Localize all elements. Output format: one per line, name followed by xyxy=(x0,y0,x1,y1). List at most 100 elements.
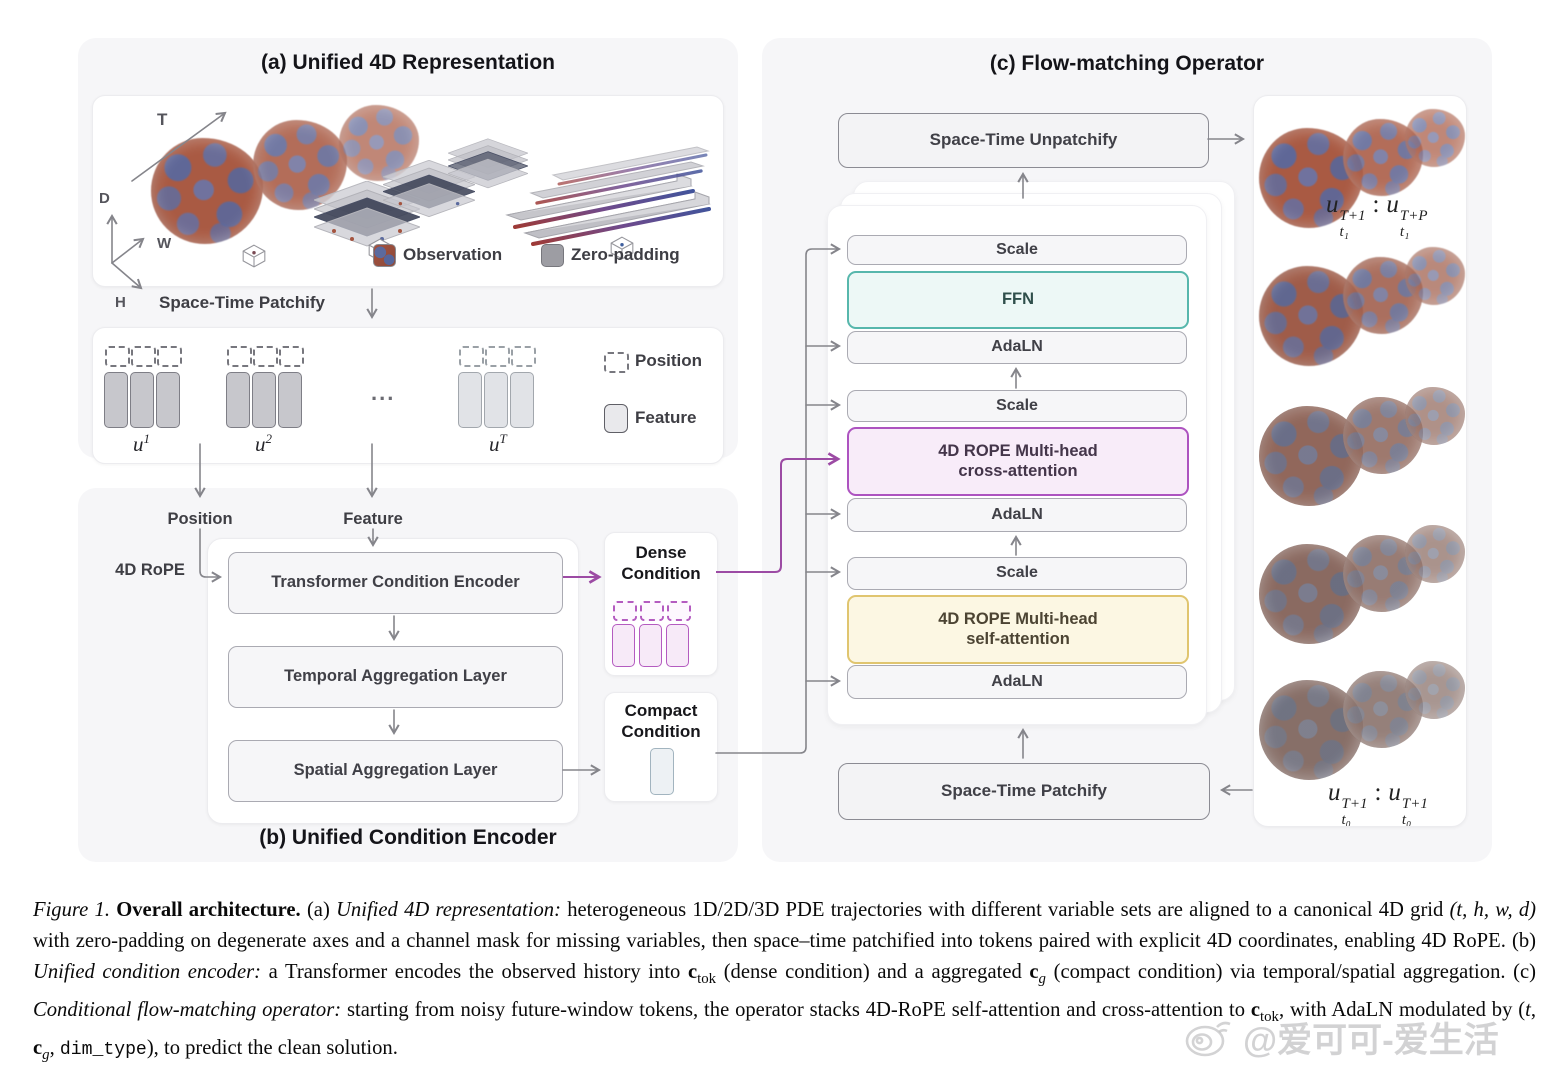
patch-cube-icon xyxy=(610,236,634,260)
dense-feature-token xyxy=(612,624,635,667)
caption-ctok2-symbol: c xyxy=(1250,998,1261,1021)
axis-h-label: H xyxy=(115,294,126,311)
dense-label-line2: Condition xyxy=(621,564,701,583)
position-token xyxy=(459,346,484,367)
cross-attention-line2: cross-attention xyxy=(958,461,1078,480)
panel-unified-4d-representation: (a) Unified 4D Representation T D W H xyxy=(78,38,738,464)
adaln-box-3: AdaLN xyxy=(847,665,1187,699)
feature-token xyxy=(104,372,128,428)
adaln-box-2: AdaLN xyxy=(847,498,1187,532)
compact-label-line2: Condition xyxy=(621,722,701,741)
caption-mod-t: t xyxy=(1525,998,1531,1021)
axis-w-label: W xyxy=(157,235,172,252)
position-token xyxy=(511,346,536,367)
caption-cg2-sub: g xyxy=(42,1046,50,1063)
sample-render xyxy=(1405,525,1465,583)
legend-feature-label: Feature xyxy=(635,408,697,427)
ffn-box: FFN xyxy=(847,271,1189,329)
caption-b-tag: (b) xyxy=(1512,929,1537,952)
plane-2d-render xyxy=(314,181,420,247)
cross-attention-line1: 4D ROPE Multi-head xyxy=(938,442,1098,461)
self-attention-box: 4D ROPE Multi-head self-attention xyxy=(847,595,1189,664)
uT-label: uT xyxy=(489,431,507,456)
position-token xyxy=(227,346,252,367)
caption-c-text3: ), to predict the clean solution. xyxy=(146,1036,398,1059)
sample-render xyxy=(1405,247,1465,305)
temporal-aggregation-box: Temporal Aggregation Layer xyxy=(228,646,563,708)
position-token xyxy=(105,346,130,367)
feature-token xyxy=(252,372,276,428)
caption-ctok2-sub: tok xyxy=(1260,1008,1279,1025)
observation-swatch-icon xyxy=(373,244,396,267)
self-attention-line2: self-attention xyxy=(966,629,1070,648)
feature-token xyxy=(130,372,154,428)
position-token xyxy=(253,346,278,367)
position-branch-label: Position xyxy=(167,510,233,528)
feature-token xyxy=(458,372,482,428)
dense-position-token xyxy=(613,601,637,621)
caption-sep2: , xyxy=(49,1036,60,1059)
scale-box-2: Scale xyxy=(847,390,1187,422)
caption-title: Overall architecture. xyxy=(116,898,301,921)
figure-caption: Figure 1. Overall architecture. (a) Unif… xyxy=(33,895,1536,1071)
panel-b-title: (b) Unified Condition Encoder xyxy=(259,826,557,849)
zero-padding-swatch-icon xyxy=(541,244,564,267)
scale-box-1: Scale xyxy=(847,235,1187,265)
caption-a-heading: Unified 4D representation: xyxy=(336,898,561,921)
caption-ctok-symbol: c xyxy=(687,960,698,983)
feature-legend-icon xyxy=(604,404,628,433)
feature-token xyxy=(156,372,180,428)
position-legend-icon xyxy=(604,352,629,373)
space-time-unpatchify-box: Space-Time Unpatchify xyxy=(838,113,1209,168)
dense-feature-token xyxy=(666,624,689,667)
caption-b-text3: (compact condition) via temporal/spatial… xyxy=(1053,960,1506,983)
caption-c-text2: , with AdaLN modulated by ( xyxy=(1278,998,1526,1021)
token-sequence-card: u1 u2 ... uT Position Feature xyxy=(92,327,724,464)
position-token xyxy=(279,346,304,367)
adaln-box-1: AdaLN xyxy=(847,331,1187,364)
space-time-patchify-label: Space-Time Patchify xyxy=(159,293,325,312)
position-token xyxy=(131,346,156,367)
dense-position-token xyxy=(640,601,664,621)
cross-attention-box: 4D ROPE Multi-head cross-attention xyxy=(847,427,1189,496)
caption-sep1: , xyxy=(1530,998,1536,1021)
position-token xyxy=(485,346,510,367)
space-time-patchify-box: Space-Time Patchify xyxy=(838,763,1210,820)
axis-d-label: D xyxy=(99,190,110,207)
ellipsis: ... xyxy=(371,380,396,405)
legend-observation-label: Observation xyxy=(403,245,503,264)
scale-box-3: Scale xyxy=(847,557,1187,590)
rope-label: 4D RoPE xyxy=(115,561,185,579)
caption-cg-symbol: c xyxy=(1029,960,1039,983)
pde-trajectory-visualization: T D W H xyxy=(92,95,724,311)
plane-2d-render xyxy=(383,160,475,218)
caption-b-text1: a Transformer encodes the observed histo… xyxy=(268,960,681,983)
caption-b-text2: (dense condition) and a aggregated xyxy=(723,960,1022,983)
caption-b-heading: Unified condition encoder: xyxy=(33,960,261,983)
feature-token xyxy=(510,372,534,428)
panel-c-title: (c) Flow-matching Operator xyxy=(989,52,1265,75)
panel-a-title: (a) Unified 4D Representation xyxy=(260,51,556,74)
caption-grid-math: (t, h, w, d) xyxy=(1449,898,1536,921)
feature-token xyxy=(226,372,250,428)
feature-token xyxy=(278,372,302,428)
volume-3d-render xyxy=(151,138,263,244)
u1-label: u1 xyxy=(133,431,150,456)
compact-label-line1: Compact xyxy=(624,701,698,720)
compact-condition-card: Compact Condition xyxy=(604,692,718,802)
caption-dim-type: dim_type xyxy=(59,1039,147,1060)
dense-condition-card: Dense Condition xyxy=(604,532,718,676)
caption-ctok-sub: tok xyxy=(697,970,717,987)
sample-render xyxy=(1405,661,1465,719)
compact-feature-token xyxy=(650,748,674,795)
caption-a-tag: (a) xyxy=(306,898,330,921)
caption-a-text: heterogeneous 1D/2D/3D PDE trajectories … xyxy=(567,898,1444,921)
self-attention-line1: 4D ROPE Multi-head xyxy=(938,610,1098,629)
dense-feature-token xyxy=(639,624,662,667)
plane-2d-render xyxy=(448,138,528,189)
feature-branch-label: Feature xyxy=(343,510,403,528)
